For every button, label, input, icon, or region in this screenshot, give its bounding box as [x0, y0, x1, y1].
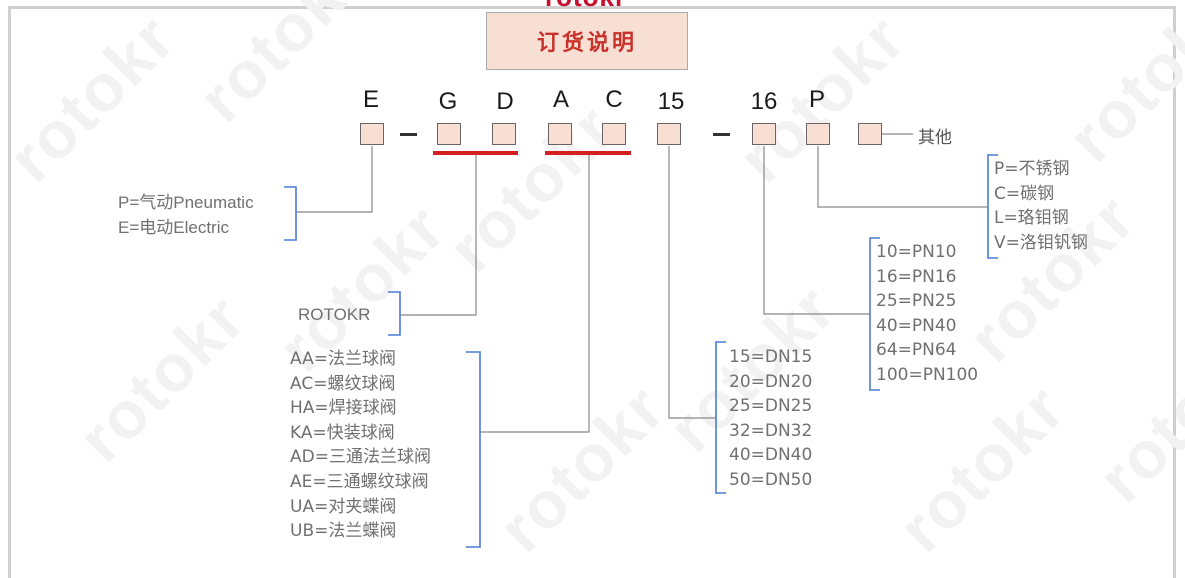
other-label: 其他 [918, 128, 952, 148]
material-item: V=洛钼钒钢 [994, 232, 1088, 253]
diameter-connector [668, 146, 716, 419]
code-slot-material [806, 123, 830, 145]
drive-option: E=电动Electric [118, 218, 229, 237]
diagram-frame [8, 6, 1176, 578]
code-slot-pressure [752, 123, 776, 145]
code-dash-2 [713, 133, 730, 136]
drive-bracket [284, 186, 297, 241]
valve-type-item: HA=焊接球阀 [290, 398, 397, 419]
brand-label: ROTOKR [298, 305, 371, 324]
brand-connector [400, 155, 477, 316]
material-item: L=珞钼钢 [994, 208, 1069, 229]
valve-type-item: UA=对夹蝶阀 [290, 496, 397, 517]
pressure-bracket [869, 237, 880, 391]
type-underline [545, 151, 631, 155]
valve-type-list: AA=法兰球阀 AC=螺纹球阀 HA=焊接球阀 KA=快装球阀 AD=三通法兰球… [290, 347, 431, 544]
pressure-item: 16=PN16 [876, 266, 957, 287]
diameter-item: 50=DN50 [729, 469, 813, 490]
valve-type-item: AD=三通法兰球阀 [290, 447, 431, 468]
code-slot-diameter [657, 123, 681, 145]
drive-options: P=气动Pneumatic E=电动Electric [118, 190, 254, 240]
pressure-list: 10=PN10 16=PN16 25=PN25 40=PN40 64=PN64 … [876, 240, 978, 388]
type-bracket [466, 351, 481, 548]
pressure-item: 40=PN40 [876, 315, 957, 336]
diameter-item: 15=DN15 [729, 347, 813, 367]
valve-type-item: KA=快装球阀 [290, 422, 395, 443]
code-slot-brand-2 [492, 123, 516, 145]
material-item: P=不锈钢 [994, 159, 1070, 179]
code-letter-pressure: 16 [750, 88, 778, 115]
material-item: C=碳钢 [994, 183, 1055, 204]
drive-option: P=气动Pneumatic [118, 193, 254, 212]
code-slot-type-1 [548, 123, 572, 145]
brand-bracket [388, 291, 401, 336]
brand-logo: rotokr [545, 0, 626, 13]
code-slot-other [858, 123, 882, 145]
diameter-item: 40=DN40 [729, 445, 813, 466]
code-letter-drive: E [362, 86, 380, 113]
code-slot-type-2 [602, 123, 626, 145]
pressure-item: 25=PN25 [876, 291, 957, 312]
diameter-bracket [715, 341, 726, 494]
code-letter-type-2: C [605, 86, 623, 113]
valve-type-item: AC=螺纹球阀 [290, 373, 396, 394]
code-letter-brand-2: D [496, 88, 514, 115]
material-bracket [987, 154, 998, 259]
code-slot-brand-1 [437, 123, 461, 145]
code-letter-type-1: A [552, 86, 570, 113]
valve-type-item: AA=法兰球阀 [290, 349, 396, 369]
pressure-item: 100=PN100 [876, 364, 979, 385]
pressure-item: 64=PN64 [876, 340, 957, 361]
page-title: 订货说明 [486, 12, 688, 70]
drive-connector [296, 146, 373, 213]
code-letter-brand-1: G [438, 88, 458, 115]
diameter-list: 15=DN15 20=DN20 25=DN25 32=DN32 40=DN40 … [729, 345, 812, 493]
material-connector [817, 146, 988, 208]
diameter-item: 20=DN20 [729, 371, 813, 392]
material-list: P=不锈钢 C=碳钢 L=珞钼钢 V=洛钼钒钢 [994, 157, 1088, 255]
code-letter-diameter: 15 [657, 88, 685, 115]
valve-type-item: AE=三通螺纹球阀 [290, 471, 429, 492]
code-dash-1 [400, 133, 417, 136]
code-slot-drive [360, 123, 384, 145]
diameter-item: 32=DN32 [729, 420, 813, 441]
valve-type-item: UB=法兰蝶阀 [290, 521, 397, 542]
code-letter-material: P [808, 86, 826, 113]
diameter-item: 25=DN25 [729, 396, 813, 417]
pressure-item: 10=PN10 [876, 242, 957, 262]
type-connector [480, 155, 590, 433]
pressure-connector [763, 146, 870, 315]
brand-underline [433, 151, 518, 155]
